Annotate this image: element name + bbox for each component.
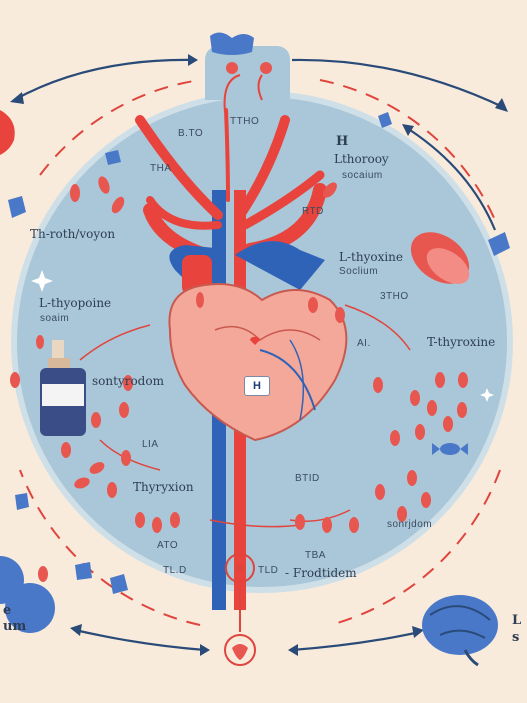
label-right-3tho: 3THO — [380, 291, 409, 302]
label-ato: ATO — [157, 540, 179, 551]
label-bottom-right-2: s — [512, 630, 520, 645]
label-top-right-2: socaium — [342, 170, 383, 181]
label-thyryxion: Thyryxion — [133, 480, 194, 494]
pill-cluster — [10, 176, 468, 582]
thyroid-icon — [210, 32, 272, 113]
label-bottom-left-2: um — [3, 619, 27, 634]
label-left-1: Th-roth/voyon — [30, 227, 116, 241]
label-sonrjdom: sonrjdom — [387, 519, 433, 530]
flow-arrows — [13, 58, 506, 652]
label-rtd-upper: RTD — [302, 206, 324, 217]
arrow-heads — [10, 54, 508, 656]
label-frodtidem: - Frodtidem — [285, 566, 357, 580]
brain-icon — [422, 595, 498, 667]
label-right-tthy: T-thyroxine — [427, 335, 496, 349]
inner-arrows — [79, 304, 411, 528]
label-lia: LIA — [142, 439, 159, 450]
red-partial-left — [0, 110, 15, 155]
label-top-ttho: TTHO — [230, 116, 260, 127]
label-top-h: H — [336, 134, 349, 149]
label-tlo-right: TLD — [258, 565, 279, 576]
sparkles — [31, 270, 494, 402]
heart — [168, 241, 348, 442]
valve-icon — [224, 553, 256, 666]
brain-icon-left — [0, 556, 55, 633]
blue-crystals — [8, 112, 510, 594]
pill-icon — [410, 232, 470, 284]
label-tha-lower: TBA — [305, 550, 326, 561]
label-top-right-1: Lthorooy — [334, 152, 389, 166]
label-mid-right-1: L-thyoxine — [339, 250, 404, 264]
label-tlo-left: TL.D — [163, 565, 187, 576]
label-bottom-left-1: e — [3, 603, 12, 618]
label-ai-right: AI. — [357, 338, 371, 349]
label-left-mid-2: soaim — [40, 313, 70, 324]
label-mid-right-2: Soclium — [339, 266, 379, 277]
label-bottom-right-1: L — [512, 613, 522, 628]
bottle-icon — [40, 340, 86, 436]
label-sontyrodom: sontyrodom — [92, 374, 164, 388]
label-tha-upper: THA — [150, 163, 172, 174]
label-top-btd: B.TO — [178, 128, 204, 139]
candy-icon — [432, 443, 468, 455]
heart-badge: H — [244, 376, 270, 396]
label-btid: BTID — [295, 473, 320, 484]
top-tab — [205, 46, 290, 100]
label-left-mid-1: L-thyopoine — [39, 296, 112, 310]
